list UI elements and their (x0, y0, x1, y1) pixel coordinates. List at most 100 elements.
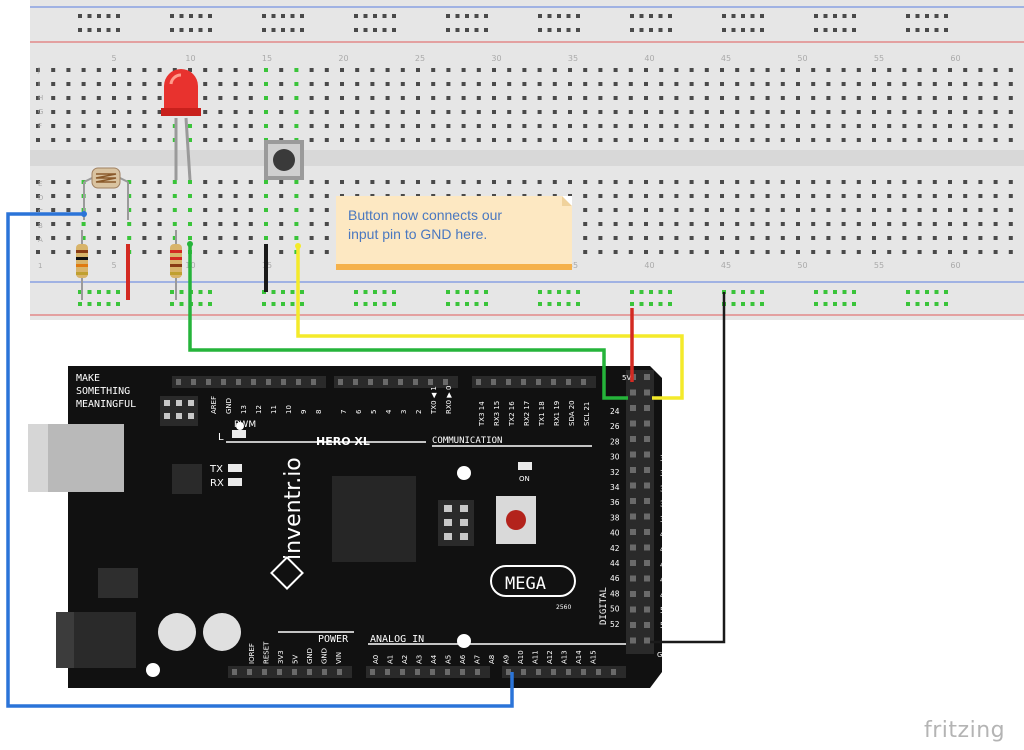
breadboard-hole (750, 124, 755, 128)
header-analog-low-pin (370, 669, 375, 675)
mount-hole (457, 634, 471, 648)
breadboard-hole (993, 236, 998, 240)
breadboard-hole (36, 208, 40, 212)
icsp-pin (460, 505, 468, 512)
breadboard-hole (309, 96, 314, 100)
breadboard-hole (188, 138, 192, 142)
pin-label-analog: A5 (445, 655, 453, 664)
breadboard-hole (431, 180, 436, 184)
breadboard-hole (613, 194, 618, 198)
breadboard-hole (142, 236, 147, 240)
breadboard-hole (492, 96, 496, 100)
rail-hole (97, 28, 101, 32)
breadboard-hole (841, 110, 846, 114)
breadboard-hole (112, 96, 116, 100)
breadboard-hole (188, 194, 192, 198)
breadboard-hole (66, 96, 71, 100)
breadboard-hole (81, 222, 86, 226)
breadboard-hole (233, 124, 238, 128)
pin-label-top-right: RX3 15 (493, 401, 501, 426)
row-letter: G (38, 108, 43, 116)
rail-hole (576, 28, 580, 32)
breadboard-hole (811, 110, 816, 114)
rail-hole (750, 28, 755, 32)
breadboard-hole (674, 194, 679, 198)
breadboard-hole (112, 208, 116, 212)
breadboard-hole (841, 236, 846, 240)
breadboard-hole (233, 194, 238, 198)
breadboard-hole (476, 82, 481, 86)
breadboard-hole (963, 250, 968, 254)
column-number-bottom: 40 (644, 261, 654, 270)
breadboard-hole (978, 180, 983, 184)
breadboard-hole (720, 96, 724, 100)
breadboard-hole (704, 236, 709, 240)
rail-hole (639, 14, 644, 18)
breadboard-hole (674, 110, 679, 114)
breadboard-hole (340, 138, 344, 142)
breadboard-hole (264, 82, 268, 86)
breadboard-hole (887, 68, 892, 72)
breadboard-hole (233, 96, 238, 100)
led-on-label: ON (519, 475, 530, 483)
breadboard-hole (36, 138, 40, 142)
breadboard-hole (142, 124, 147, 128)
rail-hole (741, 290, 745, 294)
breadboard-hole (51, 208, 56, 212)
header-analog-high-pin (521, 669, 526, 675)
breadboard-hole (674, 222, 679, 226)
breadboard-hole (780, 138, 785, 142)
wires (6, 211, 726, 708)
header-digital-pin (630, 405, 636, 411)
breadboard-hole (613, 68, 618, 72)
header-analog-low-pin (475, 669, 480, 675)
header-digital-pin (644, 513, 650, 520)
pin-label-digital-left: 48 (610, 589, 620, 598)
breadboard-hole (583, 96, 588, 100)
breadboard-hole (963, 222, 968, 226)
header-analog-high-pin (581, 669, 586, 675)
rail-hole (455, 302, 460, 306)
breadboard-hole (294, 236, 299, 240)
header-analog-low-pin (400, 669, 405, 675)
breadboard-hole (36, 82, 40, 86)
breadboard-hole (446, 138, 451, 142)
breadboard-hole (993, 82, 998, 86)
reset-button-cap[interactable] (506, 510, 526, 530)
breadboard-hole (446, 124, 451, 128)
breadboard-hole (674, 68, 679, 72)
breadboard-hole (188, 222, 192, 226)
mount-hole (457, 466, 471, 480)
mount-hole (146, 663, 160, 677)
rail-hole (354, 290, 358, 294)
breadboard-hole (841, 82, 846, 86)
breadboard-hole (796, 82, 800, 86)
pin-label-top-left: 12 (255, 405, 263, 414)
note-line-1: Button now connects our (348, 207, 503, 223)
header-power-pin (337, 669, 342, 675)
breadboard-hole (917, 138, 922, 142)
pin-label-analog: A11 (532, 650, 540, 664)
pin-label-top-mid: RX0 ▶ 0 (445, 386, 453, 414)
pin-label-digital-left: 38 (610, 513, 620, 522)
breadboard-hole (492, 138, 496, 142)
breadboard-hole (324, 124, 329, 128)
breadboard-hole (917, 180, 922, 184)
breadboard-hole (704, 124, 709, 128)
breadboard-hole (689, 222, 694, 226)
breadboard-hole (218, 82, 223, 86)
breadboard-hole (1008, 124, 1013, 128)
header-digital-pin (630, 529, 636, 535)
breadboard-hole (628, 194, 633, 198)
header-digital-pin (644, 575, 650, 582)
breadboard-hole (431, 110, 436, 114)
breadboard-hole (674, 82, 679, 86)
breadboard-hole (780, 208, 785, 212)
breadboard-hole (978, 208, 983, 212)
breadboard-hole (279, 208, 284, 212)
rail-hole (281, 28, 285, 32)
column-number-bottom: 45 (721, 261, 731, 270)
breadboard-hole (324, 222, 329, 226)
breadboard-hole (598, 82, 603, 86)
breadboard-hole (826, 68, 831, 72)
